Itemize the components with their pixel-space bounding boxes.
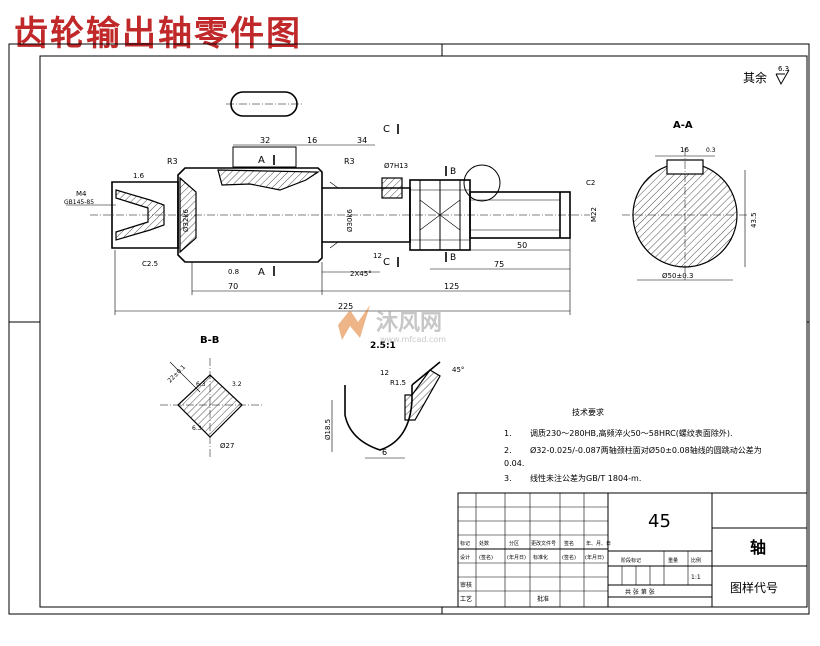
tb-label2-3: (年月日) xyxy=(507,554,526,561)
cut-label-b-top: B xyxy=(450,167,456,177)
dim-phi-body: Ø32k6 xyxy=(182,209,190,232)
watermark-url: www.mfcad.com xyxy=(380,335,446,344)
dim-m22: M22 xyxy=(590,207,598,222)
dim-bb-a: 6.3 xyxy=(196,381,206,388)
dim-det-6: 6 xyxy=(382,448,387,457)
dim-43-5: 43.5 xyxy=(750,212,758,228)
tb-stage-2: 重量 xyxy=(668,557,678,564)
dim-keyway-aa: 16 xyxy=(680,146,689,154)
roughness-note-value: 6.3 xyxy=(778,65,789,73)
dim-det-12: 12 xyxy=(380,369,389,377)
section-aa-view xyxy=(622,148,748,281)
watermark-brand: 沐风网 xyxy=(376,311,442,336)
title-block xyxy=(457,492,808,608)
tech-item-2-cont: 0.04. xyxy=(504,459,524,468)
dim-34: 34 xyxy=(357,136,367,145)
dim-c2: C2 xyxy=(586,179,595,187)
dim-tol-aa: 0.3 xyxy=(706,147,716,154)
dim-bb-b: 3.2 xyxy=(232,381,242,388)
tech-item-2-text: Ø32-0.025/-0.087两轴颈柱面对Ø50±0.08轴线的圆跳动公差为 xyxy=(530,445,762,455)
tech-item-1-num: 1. xyxy=(504,429,512,438)
dim-75: 75 xyxy=(494,260,504,269)
watermark-logo-icon xyxy=(338,305,370,340)
tech-item-3-num: 3. xyxy=(504,474,512,483)
title-block-part-name: 轴 xyxy=(750,538,766,557)
tb-label2-1: 设计 xyxy=(460,554,470,561)
dim-0-8: 0.8 xyxy=(228,268,239,276)
tb-label-6: 年、月、日 xyxy=(586,540,611,547)
tb-label2-4: 标准化 xyxy=(533,554,548,561)
dim-phi50: Ø50±0.3 xyxy=(662,272,693,280)
dim-c2-5: C2.5 xyxy=(142,260,158,268)
tb-stage-1: 阶段标记 xyxy=(621,557,641,564)
tb-label-3: 分区 xyxy=(509,540,519,547)
tb-sheet-label: 共 张 第 张 xyxy=(625,588,655,596)
roughness-symbol-icon xyxy=(775,69,790,86)
tb-review: 审核 xyxy=(460,581,472,589)
tb-label2-6: (年月日) xyxy=(585,554,604,561)
dim-bb-phi: Ø27 xyxy=(220,442,234,450)
dim-2x45: 2X45° xyxy=(350,270,372,278)
cut-label-c-bottom: C xyxy=(383,257,390,268)
section-bb-title: B-B xyxy=(200,335,219,346)
dim-phi7: Ø7H13 xyxy=(384,162,408,170)
cut-label-a-top: A xyxy=(258,155,265,166)
section-bb-view xyxy=(160,358,262,458)
title-block-drawing-code: 图样代号 xyxy=(730,580,778,595)
detail-scale-label: 2.5:1 xyxy=(370,341,396,351)
dim-16: 16 xyxy=(307,136,317,145)
dim-50: 50 xyxy=(517,241,527,250)
section-aa-title: A-A xyxy=(673,120,693,131)
dim-r3-right: R3 xyxy=(344,157,355,166)
cut-label-b-bottom: B xyxy=(450,253,456,263)
tb-label2-5: (签名) xyxy=(562,554,576,561)
tb-stage-3: 比例 xyxy=(691,557,701,564)
tb-process: 工艺 xyxy=(460,595,472,603)
dim-phi-mid: Ø30k6 xyxy=(346,209,354,232)
page-title: 齿轮输出轴零件图 xyxy=(14,14,302,54)
inner-frame xyxy=(39,55,808,608)
dim-125: 125 xyxy=(444,282,459,291)
cut-label-a-bottom: A xyxy=(258,267,265,278)
dim-12: 12 xyxy=(373,252,382,260)
title-block-material: 45 xyxy=(648,511,671,532)
tb-label-1: 标记 xyxy=(460,540,470,547)
tech-item-3-text: 线性未注公差为GB/T 1804-m. xyxy=(530,473,641,483)
dim-gb-thread: GB145-85 xyxy=(64,199,94,206)
watermark: 沐风网 www.mfcad.com xyxy=(338,305,446,344)
roughness-note-label: 其余 xyxy=(743,70,767,85)
tb-label-4: 更改文件号 xyxy=(531,540,556,547)
dim-225: 225 xyxy=(338,302,353,311)
dim-bb-top: 22±0.1 xyxy=(166,364,187,385)
dim-bb-c: 6.3 xyxy=(192,425,202,432)
dim-det-phi: Ø18.5 xyxy=(324,419,332,440)
dim-32: 32 xyxy=(260,136,270,145)
shaft-main-view xyxy=(66,91,590,263)
outer-frame xyxy=(8,43,810,615)
tb-label-5: 签名 xyxy=(564,540,574,547)
dim-r3-left: R3 xyxy=(167,157,178,166)
cut-label-c-top: C xyxy=(383,124,390,135)
dim-70: 70 xyxy=(228,282,238,291)
tech-item-2-num: 2. xyxy=(504,446,512,455)
tb-label2-2: (签名) xyxy=(479,554,493,561)
dim-m4: M4 xyxy=(76,190,87,198)
tech-item-1-text: 调质230～280HB,高频淬火50～58HRC(螺纹表面除外). xyxy=(530,428,733,438)
tb-approve: 批准 xyxy=(537,595,549,603)
tb-label-2: 处数 xyxy=(479,540,489,547)
detail-view xyxy=(331,361,441,459)
tech-heading: 技术要求 xyxy=(572,407,604,417)
dim-det-r1-5: R1.5 xyxy=(390,379,406,387)
dim-det-45: 45° xyxy=(452,366,464,374)
dim-1-6: 1.6 xyxy=(133,172,145,180)
title-block-scale: 1:1 xyxy=(691,574,701,581)
dimension-lines xyxy=(114,144,571,315)
